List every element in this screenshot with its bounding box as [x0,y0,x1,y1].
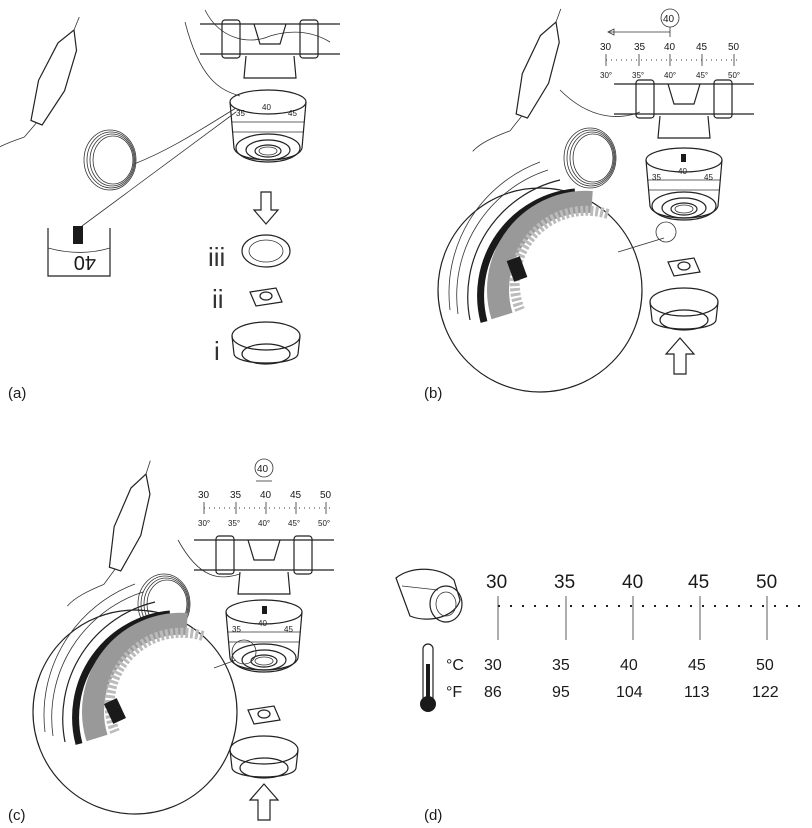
svg-text:35: 35 [552,657,570,674]
svg-text:30: 30 [486,572,507,593]
step-ii-label: ii [212,284,224,314]
thermometer-icon [420,643,436,712]
svg-text:30: 30 [600,42,612,53]
svg-text:35: 35 [230,490,242,501]
svg-text:45: 45 [284,625,293,634]
dial-45: 45 [288,109,297,118]
svg-text:45: 45 [704,173,713,182]
ring-part [241,234,291,268]
svg-text:45°: 45° [696,71,708,80]
svg-text:95: 95 [552,684,570,701]
scale-c: 30 35 40 45 50 30° 35° 40° 45° 50° [198,490,332,528]
svg-text:40: 40 [678,167,687,176]
svg-text:45°: 45° [288,519,300,528]
svg-text:30°: 30° [198,519,210,528]
svg-text:35: 35 [232,625,241,634]
svg-text:50°: 50° [318,519,330,528]
celsius-row: 30 35 40 45 50 [484,657,774,674]
svg-text:50: 50 [756,657,774,674]
svg-text:30°: 30° [600,71,612,80]
panel-d: 30 35 40 45 50 °C °F 30 35 40 45 50 86 [395,568,806,824]
svg-text:50: 50 [728,42,740,53]
svg-text:40: 40 [664,42,676,53]
svg-text:35: 35 [652,173,661,182]
svg-text:35°: 35° [632,71,644,80]
svg-text:45: 45 [688,572,709,593]
panel-b-label: (b) [424,385,442,402]
svg-text:35: 35 [554,572,575,593]
svg-text:50: 50 [756,572,777,593]
svg-text:45: 45 [290,490,302,501]
zoom-number: 40 [74,251,96,273]
thermostat-head-icon [395,568,463,623]
svg-text:40: 40 [257,464,269,475]
svg-text:40: 40 [620,657,638,674]
step-iii-label: iii [208,242,225,272]
scale-d: 30 35 40 45 50 [486,572,806,640]
svg-text:40°: 40° [258,519,270,528]
panel-b: 40 30 35 40 45 50 30° 35° 40° 45° 50° 35 [424,0,755,402]
svg-text:40°: 40° [664,71,676,80]
panel-a-label: (a) [8,385,26,402]
panel-c-label: (c) [8,807,26,824]
svg-text:35°: 35° [228,519,240,528]
svg-text:86: 86 [484,684,502,701]
fahrenheit-unit: °F [446,684,462,701]
celsius-unit: °C [446,657,464,674]
svg-text:40: 40 [260,490,272,501]
zoom-circle-b [437,162,677,393]
svg-text:104: 104 [616,684,643,701]
svg-text:113: 113 [684,684,710,701]
panel-a: 35 40 45 40 iii ii i (a) [0,3,341,402]
svg-text:45: 45 [688,657,706,674]
marker-c: 40 [254,458,274,482]
svg-text:122: 122 [752,684,779,701]
svg-text:40: 40 [258,619,267,628]
svg-text:40: 40 [663,14,675,25]
dial-40: 40 [262,103,271,112]
fahrenheit-row: 86 95 104 113 122 [484,684,779,701]
zoom-inset-a: 40 [47,226,111,277]
svg-text:50°: 50° [728,71,740,80]
svg-text:50: 50 [320,490,332,501]
svg-text:30: 30 [484,657,502,674]
panel-d-label: (d) [424,807,442,824]
marker-b: 40 [607,8,680,37]
dial-35: 35 [236,109,245,118]
svg-text:45: 45 [696,42,708,53]
scale-b: 30 35 40 45 50 30° 35° 40° 45° 50° [600,42,740,80]
svg-text:30: 30 [198,490,210,501]
step-i-label: i [214,336,220,366]
svg-text:35: 35 [634,42,646,53]
panel-c: 40 30 35 40 45 50 30° 35° 40° 45° 50° 35… [8,449,335,824]
svg-text:40: 40 [622,572,643,593]
zoom-circle-c [32,584,257,815]
